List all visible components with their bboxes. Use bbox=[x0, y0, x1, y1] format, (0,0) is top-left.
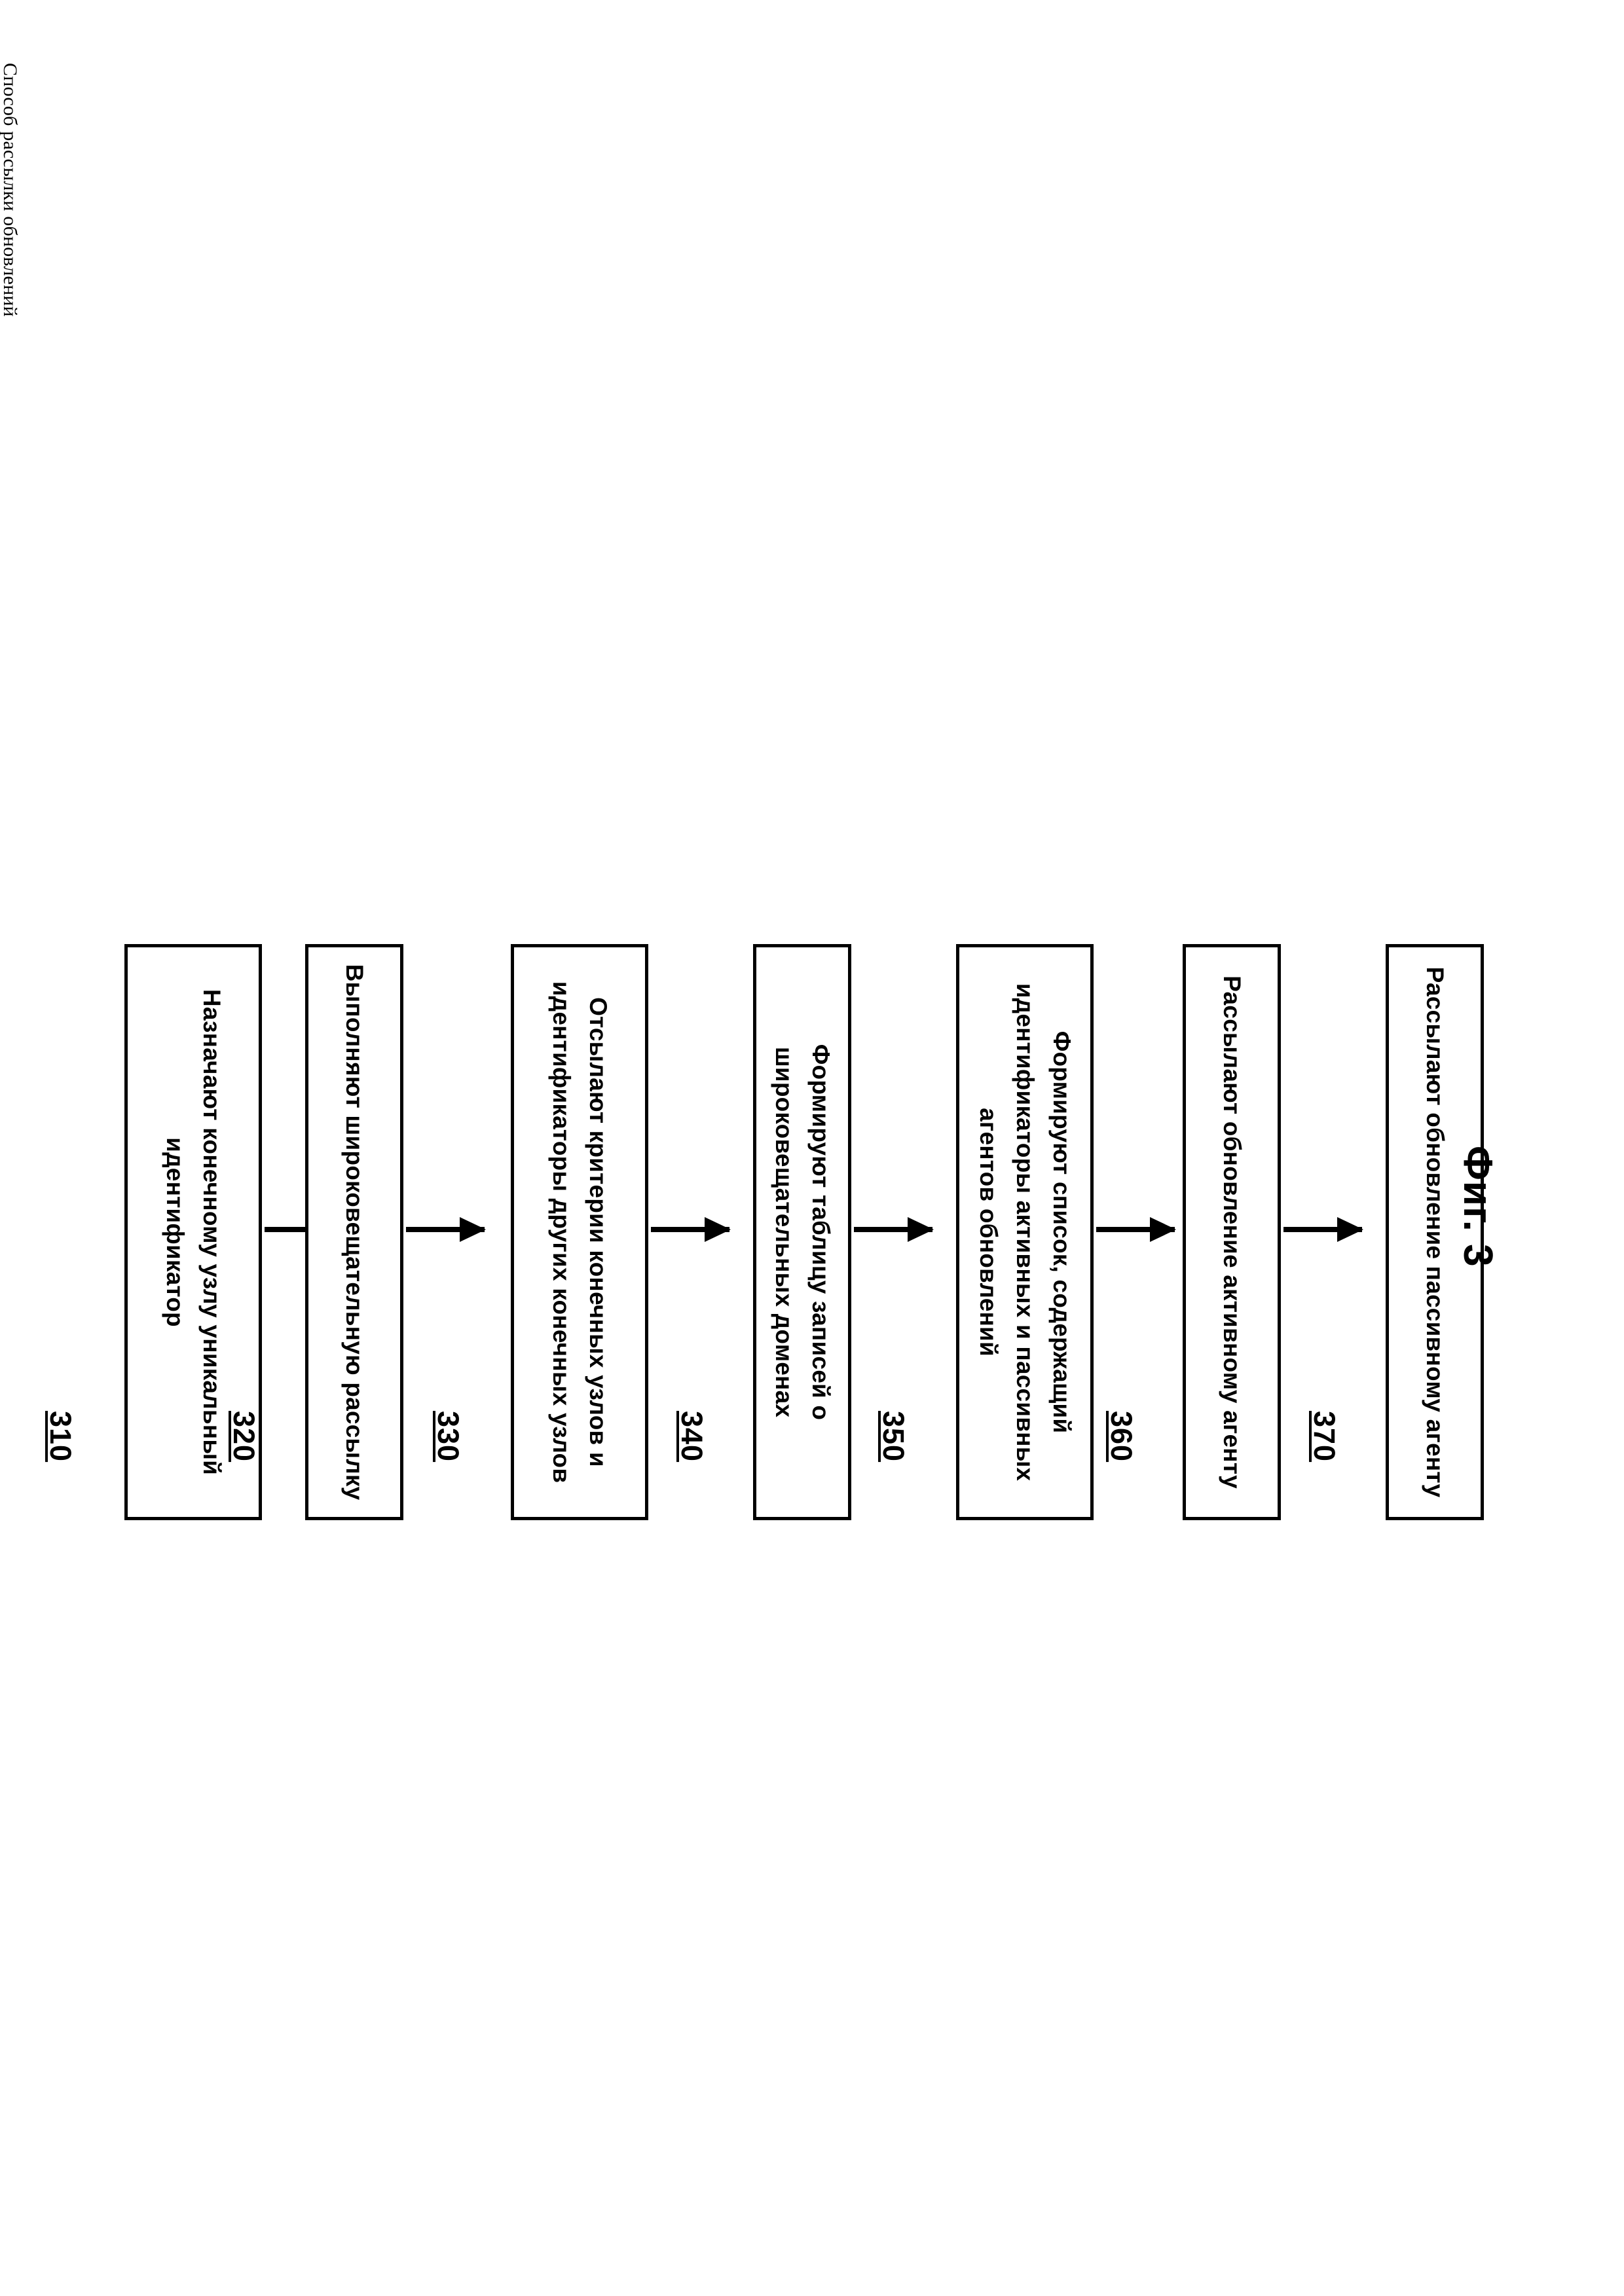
flow-arrow-320-330 bbox=[406, 1227, 485, 1232]
flow-step-360-ref: 360 bbox=[1105, 1411, 1138, 1463]
flow-step-330-ref: 330 bbox=[432, 1411, 465, 1463]
flow-step-370: Рассылают обновление пассивному агенту bbox=[1386, 944, 1484, 1520]
flow-arrow-340-350 bbox=[854, 1227, 932, 1232]
flow-step-360: Рассылают обновление активному агенту bbox=[1183, 944, 1281, 1520]
flow-step-340-label: Формируют таблицу записей о широковещате… bbox=[771, 1044, 834, 1421]
flow-step-350-ref: 350 bbox=[877, 1411, 910, 1463]
flow-step-330: Отсылают критерии конечных узлов и идент… bbox=[511, 944, 648, 1520]
flow-step-320-label: Выполняют широковещательную рассылку bbox=[341, 964, 368, 1501]
flow-step-350-label: Формируют список, содержащий идентификат… bbox=[975, 983, 1075, 1482]
flow-step-340-ref: 340 bbox=[675, 1411, 709, 1463]
flow-step-310-label: Назначают конечному узлу уникальный иден… bbox=[162, 989, 225, 1476]
flow-step-370-label: Рассылают обновление пассивному агенту bbox=[1422, 966, 1449, 1498]
flow-step-370-ref: 370 bbox=[1308, 1411, 1341, 1463]
flow-arrow-330-340 bbox=[651, 1227, 729, 1232]
flow-step-350: Формируют список, содержащий идентификат… bbox=[956, 944, 1094, 1520]
flow-arrow-310-320 bbox=[265, 1227, 343, 1232]
flow-arrow-360-370 bbox=[1283, 1227, 1362, 1232]
flow-step-340: Формируют таблицу записей о широковещате… bbox=[753, 944, 851, 1520]
flow-step-320: Выполняют широковещательную рассылку bbox=[305, 944, 403, 1520]
flow-step-330-label: Отсылают критерии конечных узлов и идент… bbox=[548, 981, 612, 1484]
figure-caption: Фиг. 3 bbox=[1455, 1146, 1500, 1267]
flow-arrow-350-360 bbox=[1096, 1227, 1175, 1232]
flow-step-320-ref: 320 bbox=[227, 1411, 261, 1463]
flow-step-360-label: Рассылают обновление активному агенту bbox=[1219, 975, 1246, 1489]
flow-step-310-ref: 310 bbox=[44, 1411, 77, 1463]
flow-step-310: Назначают конечному узлу уникальный иден… bbox=[124, 944, 262, 1520]
